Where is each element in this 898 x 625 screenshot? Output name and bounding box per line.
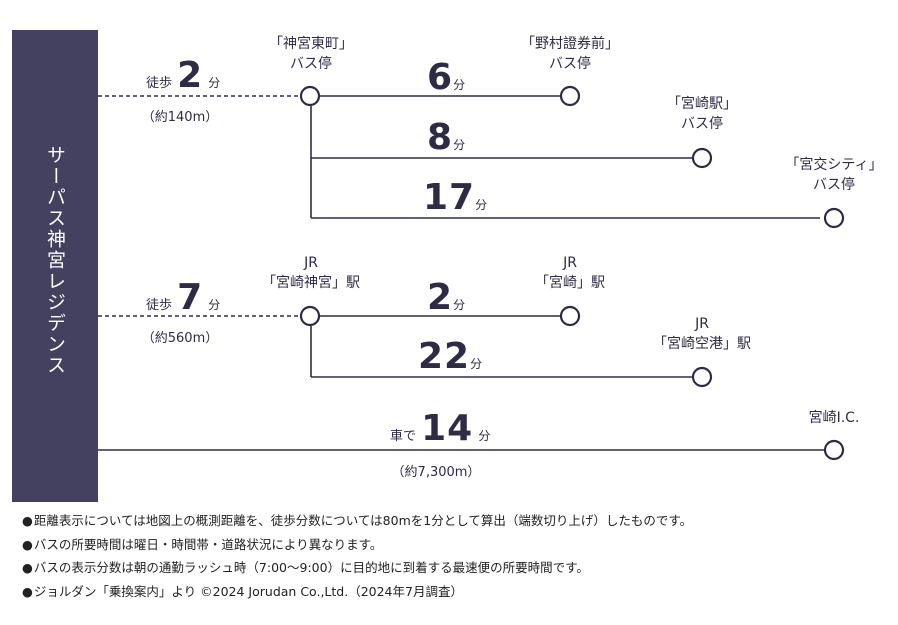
dest-label-miyazaki-station: JR 「宮崎」駅: [535, 255, 605, 291]
walk-distance-1: （約140m）: [141, 110, 219, 125]
miyazaki-ic: [823, 439, 845, 461]
dest-label-miyazaki-eki: 「宮崎駅」 バス停: [667, 96, 737, 132]
stop-jingu-higashimachi: [299, 85, 321, 107]
route-time-22: 22分: [418, 336, 483, 377]
footnote: 距離表示については地図上の概測距離を、徒歩分数については80mを1分として算出（…: [22, 509, 692, 533]
footnote: バスの所要時間は曜日・時間帯・道路状況により異なります。: [22, 533, 692, 557]
stop-miyako-city: [823, 207, 845, 229]
dest-label-nomura: 「野村證券前」 バス停: [521, 36, 619, 72]
route-time-2: 2分: [427, 277, 466, 318]
stop-nomura: [559, 85, 581, 107]
station-miyazaki-jingu: [299, 305, 321, 327]
route-time-17: 17分: [423, 177, 488, 218]
station-miyazaki-airport: [691, 366, 713, 388]
origin-station-label: JR 「宮崎神宮」駅: [262, 255, 360, 291]
stop-miyazaki-eki: [691, 147, 713, 169]
footnotes: 距離表示については地図上の概測距離を、徒歩分数については80mを1分として算出（…: [22, 509, 692, 603]
footnote: バスの表示分数は朝の通勤ラッシュ時（7:00〜9:00）に目的地に到着する最速便…: [22, 556, 692, 580]
footnote: ジョルダン「乗換案内」より ©2024 Jorudan Co.,Ltd.（202…: [22, 580, 692, 604]
property-name: サーパス神宮レジデンス: [44, 145, 66, 376]
walk-distance-2: （約560m）: [141, 331, 219, 346]
dest-label-miyako-city: 「宮交シティ」 バス停: [785, 157, 883, 193]
walk-time-1: 徒歩 2 分: [146, 55, 221, 96]
origin-stop-label: 「神宮東町」 バス停: [269, 36, 353, 72]
route-time-6: 6分: [427, 57, 466, 98]
dest-label-miyazaki-airport: JR 「宮崎空港」駅: [653, 316, 751, 352]
walk-time-2: 徒歩 7 分: [146, 277, 221, 318]
dest-label-miyazaki-ic: 宮崎I.C.: [808, 410, 860, 426]
station-miyazaki: [559, 305, 581, 327]
property-sidebar: [12, 30, 98, 502]
route-time-8: 8分: [427, 117, 466, 158]
car-distance: （約7,300m）: [391, 465, 481, 480]
car-time: 車で 14 分: [390, 408, 491, 449]
